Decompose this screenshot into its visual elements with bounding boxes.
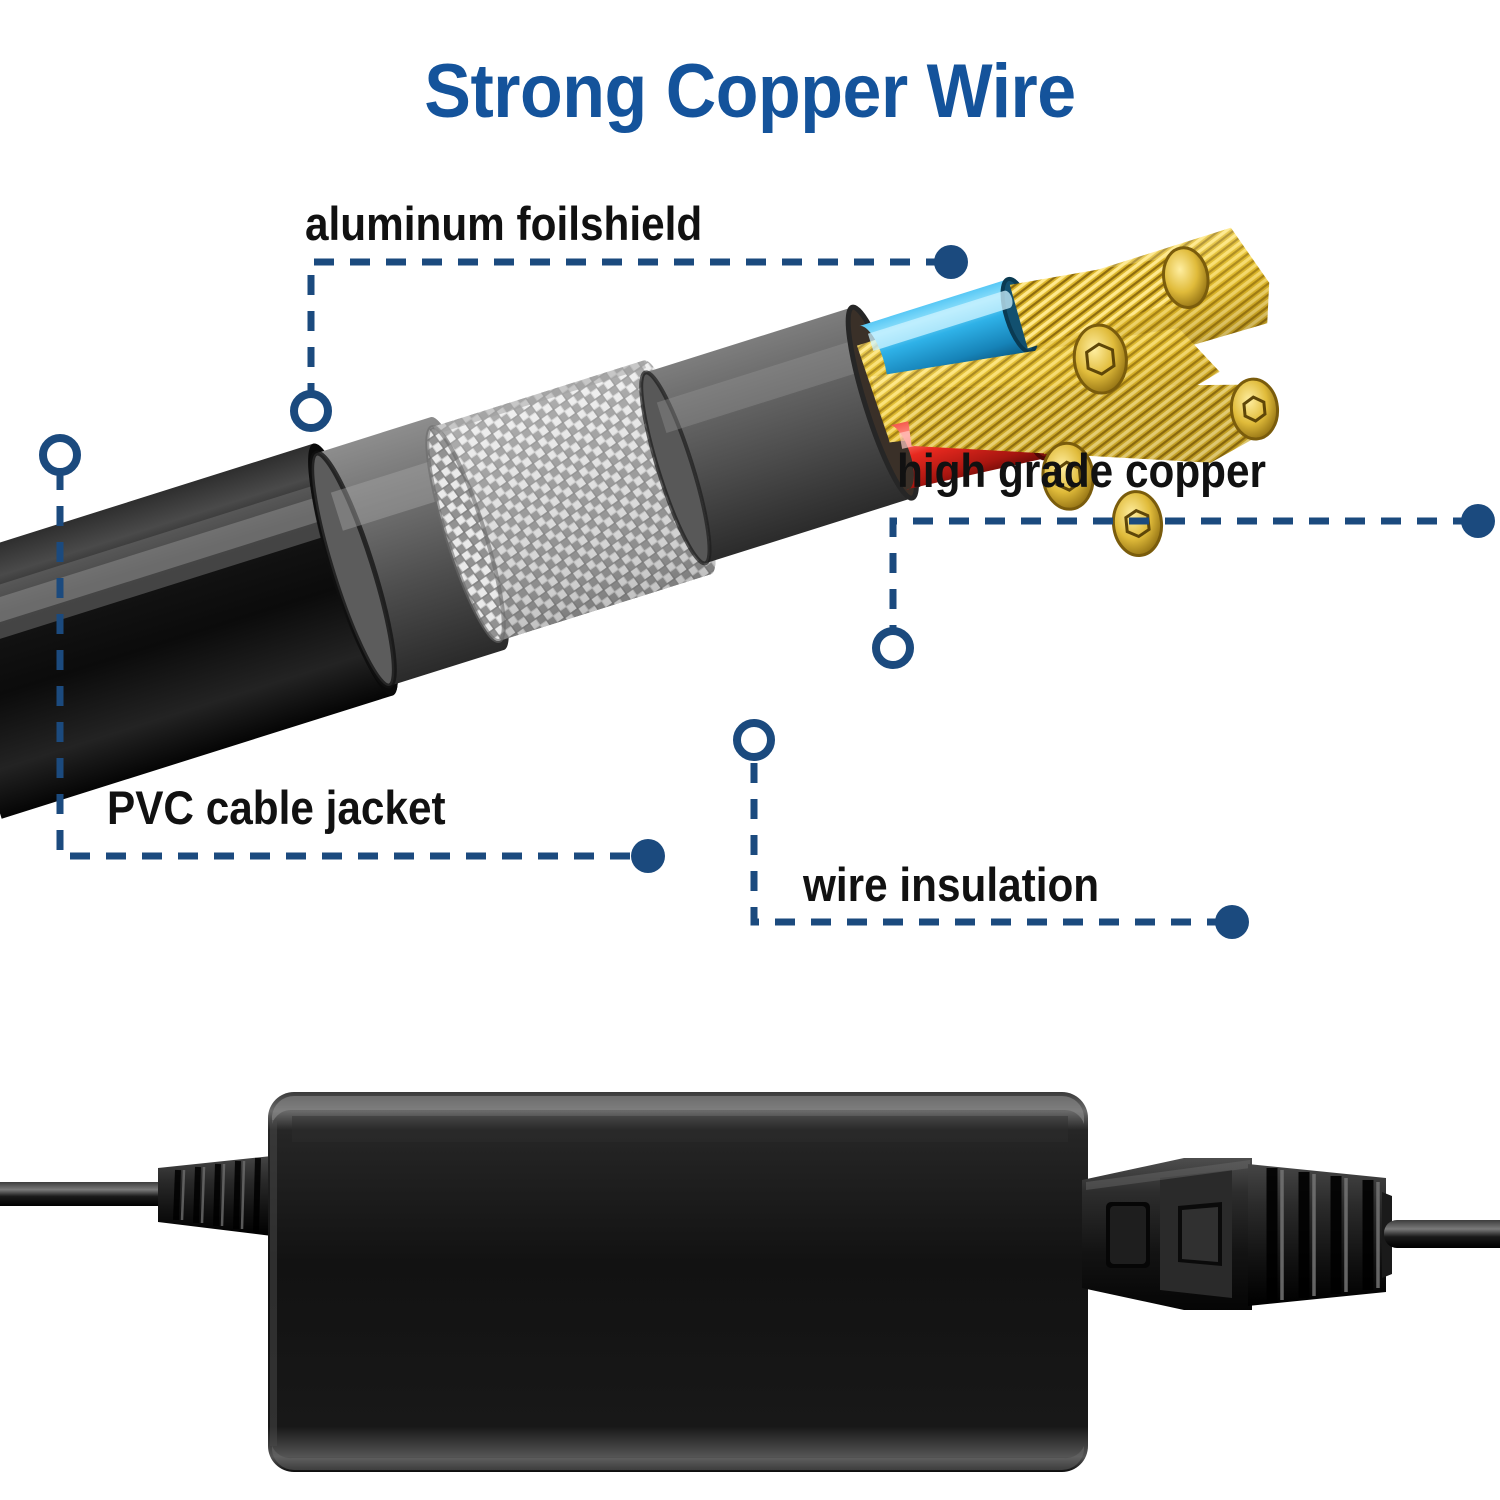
dot-pvc-cable-jacket xyxy=(631,839,665,873)
ac-power-adapter xyxy=(0,1092,1500,1472)
braided-shield xyxy=(425,360,716,644)
pvc-outer-jacket xyxy=(0,443,398,819)
strain-relief-right xyxy=(1248,1164,1392,1306)
page-title: Strong Copper Wire xyxy=(424,49,1076,134)
copper-strand-end-faces xyxy=(1041,246,1280,557)
marker-aluminum-foilshield xyxy=(290,390,332,432)
dot-aluminum-foilshield xyxy=(934,245,968,279)
conductor-bundle xyxy=(857,227,1280,557)
ac-input-cable xyxy=(1384,1220,1500,1248)
callout-label-high-grade-copper: high grade copper xyxy=(897,444,1266,497)
leader-high-grade-copper xyxy=(889,517,1473,634)
leader-pvc-cable-jacket xyxy=(56,470,643,860)
iec-connector xyxy=(1082,1158,1252,1310)
copper-strands-front xyxy=(903,384,1272,463)
leader-aluminum-foilshield xyxy=(307,258,946,398)
cut-away-cable-illustration xyxy=(0,227,1280,819)
strain-relief-left xyxy=(158,1156,272,1236)
leader-wire-insulation xyxy=(750,756,1227,926)
adapter-brick xyxy=(268,1092,1088,1472)
dc-output-cable xyxy=(0,1182,170,1206)
callout-label-wire-insulation: wire insulation xyxy=(803,858,1100,911)
dot-wire-insulation xyxy=(1215,905,1249,939)
callout-label-pvc-cable-jacket: PVC cable jacket xyxy=(107,781,446,834)
dot-high-grade-copper xyxy=(1461,504,1495,538)
marker-high-grade-copper xyxy=(872,627,914,669)
marker-wire-insulation xyxy=(733,719,775,761)
callout-pointer-markers xyxy=(39,390,914,761)
callout-label-aluminum-foilshield: aluminum foilshield xyxy=(305,197,703,250)
callout-end-dots xyxy=(631,245,1495,939)
blue-wire-insulation xyxy=(859,254,1206,399)
marker-pvc-cable-jacket xyxy=(39,434,81,476)
